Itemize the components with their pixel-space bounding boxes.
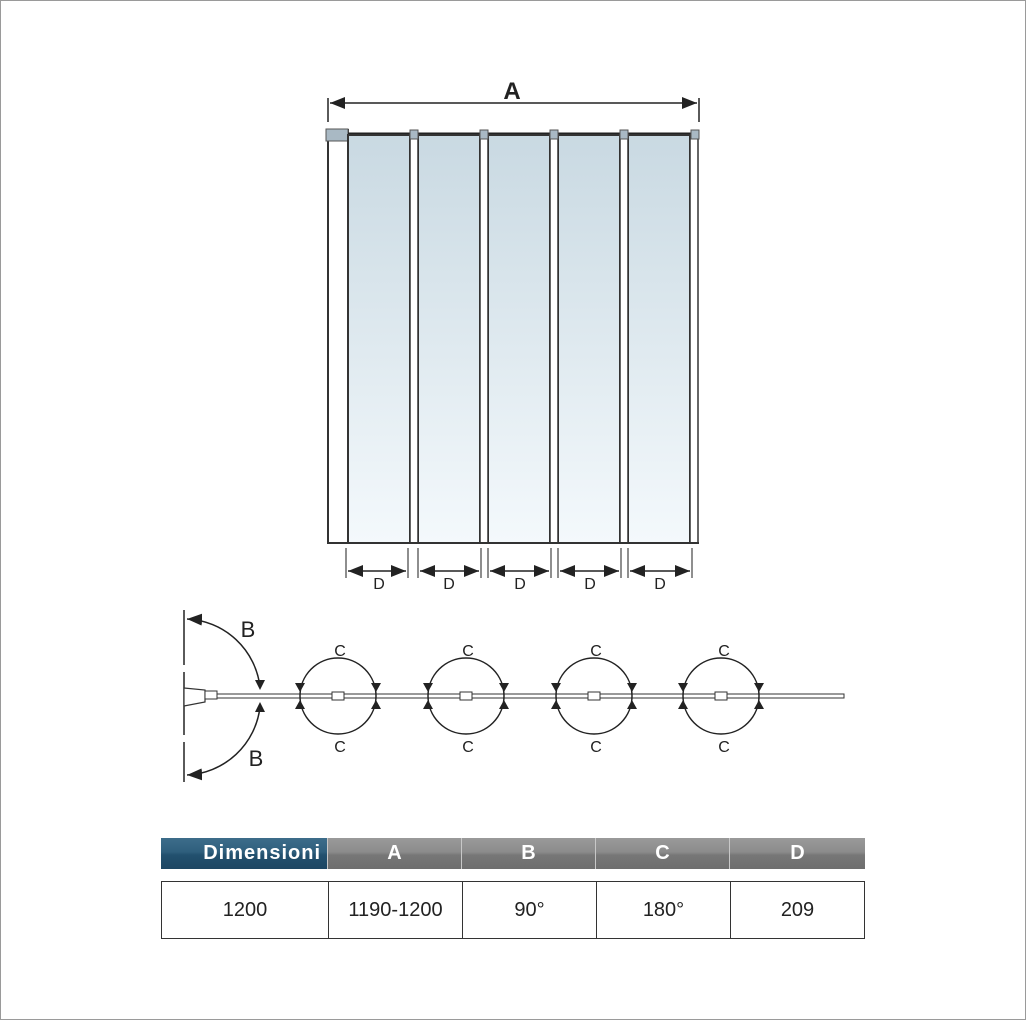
glass-panel-5: [627, 134, 691, 544]
svg-text:D: D: [373, 576, 385, 593]
svg-text:C: C: [718, 739, 730, 756]
glass-panel-2: [417, 134, 481, 544]
header-d: D: [730, 838, 865, 869]
glass-panel-3: [487, 134, 551, 544]
svg-text:D: D: [443, 576, 455, 593]
svg-text:C: C: [462, 739, 474, 756]
wall-profile: [327, 129, 349, 544]
glass-panels: [347, 134, 691, 544]
svg-text:D: D: [514, 576, 526, 593]
svg-text:B: B: [241, 617, 256, 642]
dimensions-table: Dimensioni A B C D 1200 1190-1200 90° 18…: [161, 838, 865, 939]
wall-bracket: [325, 128, 349, 142]
folded-panel-line: [216, 693, 845, 699]
table-header: Dimensioni A B C D: [161, 838, 865, 869]
value-c: 180°: [597, 882, 731, 938]
shower-screen-diagram: A: [183, 78, 845, 782]
header-dimensioni: Dimensioni: [161, 838, 328, 869]
header-a: A: [328, 838, 462, 869]
d-labels: D D D D D: [373, 576, 666, 593]
hinge-rotation-3: [551, 657, 637, 735]
svg-text:C: C: [334, 643, 346, 660]
c-labels: C C C C C C C C: [334, 643, 730, 756]
dimension-d: [345, 548, 693, 578]
svg-text:D: D: [584, 576, 596, 593]
hinge-rotation-4: [678, 657, 764, 735]
svg-text:D: D: [654, 576, 666, 593]
top-view: B B C C C C C C C: [183, 610, 845, 782]
label-a: A: [503, 78, 520, 105]
svg-text:C: C: [462, 643, 474, 660]
dimension-a: A: [327, 78, 700, 122]
hinge-rotation-2: [423, 657, 509, 735]
svg-text:C: C: [590, 739, 602, 756]
wall-mount: [183, 687, 206, 707]
hinges: [409, 129, 700, 140]
front-view: [325, 128, 700, 544]
svg-text:C: C: [590, 643, 602, 660]
glass-panel-4: [557, 134, 621, 544]
header-c: C: [596, 838, 730, 869]
value-a: 1190-1200: [329, 882, 463, 938]
header-b: B: [462, 838, 596, 869]
value-d: 209: [780, 898, 815, 921]
svg-text:C: C: [334, 739, 346, 756]
value-dimensioni: 1200: [162, 882, 329, 938]
svg-text:B: B: [249, 746, 264, 771]
svg-text:C: C: [718, 643, 730, 660]
hinge-rotation-1: [295, 657, 381, 735]
glass-panel-1: [347, 134, 411, 544]
value-b: 90°: [463, 882, 597, 938]
table-row: 1200 1190-1200 90° 180° 209: [161, 881, 865, 939]
